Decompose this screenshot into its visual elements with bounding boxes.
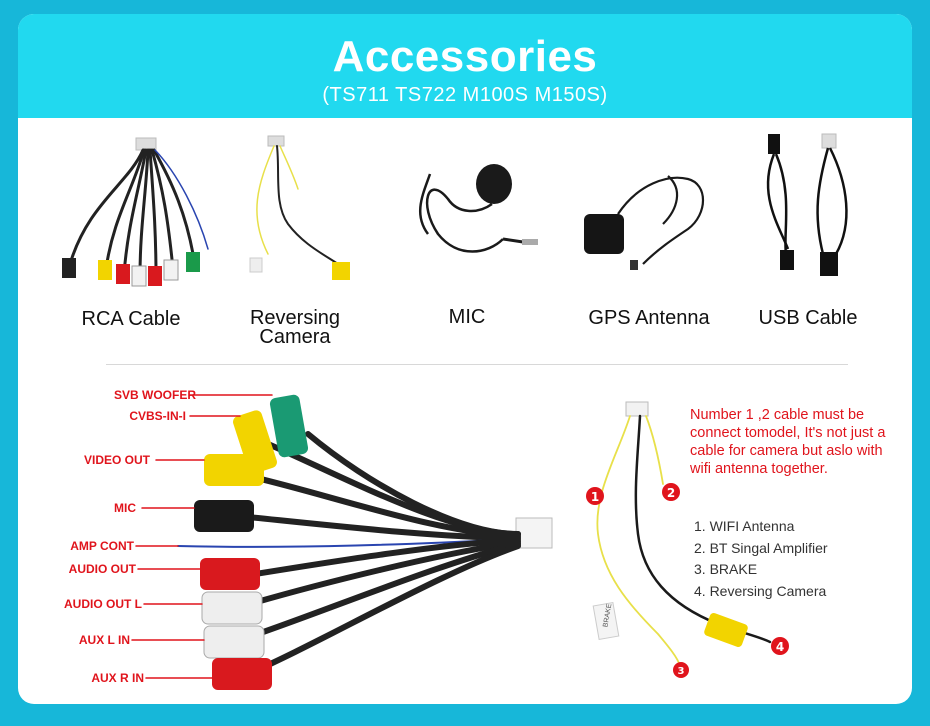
page-subtitle: (TS711 TS722 M100S M150S) [322, 84, 608, 106]
accessories-panel: Accessories (TS711 TS722 M100S M150S) [18, 14, 912, 704]
rca-label-aux-l-in: AUX L IN [78, 633, 130, 647]
rca-label-svb-woofer: SVB WOOFER [113, 388, 196, 402]
accessory-name-reversing-camera: Reversing Camera [249, 307, 341, 348]
rca-label-amp-cont: AMP CONT [70, 539, 134, 553]
svg-text:4: 4 [776, 640, 784, 654]
list-item: 1. WIFI Antenna [694, 518, 795, 534]
camera-cable-note: Number 1 ,2 cable must be connect tomode… [690, 407, 886, 477]
rca-cable-image [62, 137, 209, 287]
mic-image [419, 164, 538, 253]
rca-label-audio-out-l: AUDIO OUT L [64, 597, 142, 611]
rca-label-audio-out: AUDIO OUT [68, 562, 136, 576]
reversing-camera-image [249, 135, 350, 280]
camera-cable-list: 1. WIFI Antenna 2. BT Singal Amplifier 3… [694, 516, 828, 602]
svg-text:1: 1 [591, 490, 599, 504]
accessory-illustrations: 1 2 4 3 [62, 133, 848, 690]
section-divider [106, 364, 848, 365]
list-item: 4. Reversing Camera [694, 582, 827, 599]
header-banner: Accessories (TS711 TS722 M100S M150S) [18, 14, 912, 118]
svg-text:3: 3 [678, 666, 685, 677]
rca-harness-image [131, 394, 553, 690]
svg-text:2: 2 [667, 486, 675, 500]
camera-wifi-cable-image: 1 2 4 3 [586, 401, 789, 678]
accessory-name-rca-cable: RCA Cable [81, 308, 181, 330]
usb-cable-image [766, 133, 848, 276]
list-item: 2. BT Singal Amplifier [694, 539, 828, 556]
accessory-name-gps-antenna: GPS Antenna [588, 307, 710, 329]
rca-label-video-out: VIDEO OUT [83, 453, 150, 467]
rca-label-aux-r-in: AUX R IN [91, 671, 144, 685]
page-title: Accessories [332, 32, 598, 81]
list-item: 3. BRAKE [694, 561, 758, 577]
accessory-name-usb-cable: USB Cable [758, 307, 858, 329]
accessory-name-mic: MIC [448, 306, 486, 328]
gps-antenna-image [584, 175, 704, 270]
rca-label-cvbs-in: CVBS-IN-I [129, 409, 186, 423]
rca-label-mic: MIC [114, 501, 136, 515]
